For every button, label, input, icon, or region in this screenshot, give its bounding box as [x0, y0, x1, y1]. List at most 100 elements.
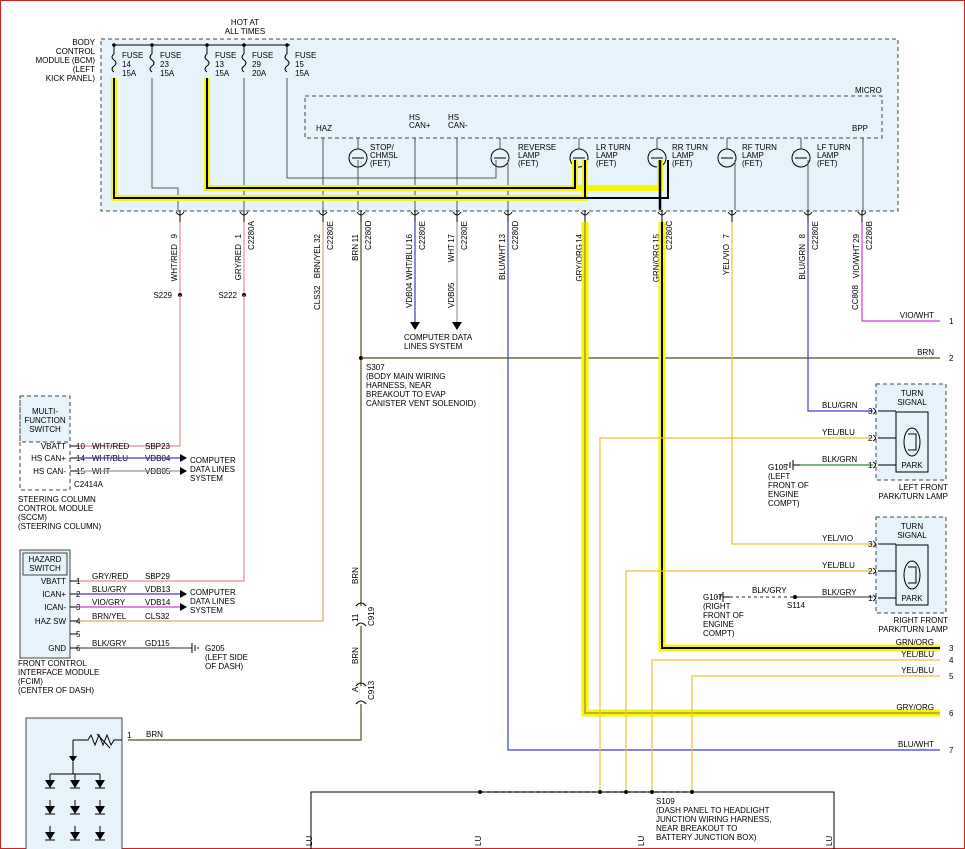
wire-brn-yel [78, 222, 324, 622]
led-module-arrow [69, 756, 77, 762]
sccm-cdl-1: COMPUTER [190, 456, 236, 465]
bcm-pin-conn-6: C2280D [511, 220, 520, 250]
sccm-caption-1: STEERING COLUMN [18, 495, 96, 504]
s109-line-3: JUNCTION WIRING HARNESS, [656, 815, 772, 824]
g105-line-1: G105 [768, 463, 788, 472]
c919-wire: BRN [351, 567, 360, 584]
bcm-internal-rrturn-2: LAMP [672, 151, 694, 160]
fcim-caption-2: INTERFACE MODULE [18, 668, 99, 677]
bcm-pin-conn-3: C2280D [364, 220, 373, 250]
rf-lamp-bulb-box [895, 544, 929, 606]
g107-line-2: (RIGHT [703, 602, 731, 611]
output-num-3: 3 [949, 644, 954, 653]
fuse-icon-3 [241, 53, 247, 73]
g105-line-4: ENGINE [768, 490, 799, 499]
output-wire-6: GRY/ORG [896, 703, 934, 712]
fuse-num-4: 15 [295, 60, 304, 69]
sccm-switch-box [19, 395, 71, 443]
bcm-label-1: BODY [72, 38, 95, 47]
rf-lamp-bulb-icon [903, 560, 921, 590]
fcim-pin-0: 1 [76, 577, 81, 586]
s307-line-4: BREAKOUT TO EVAP [366, 390, 446, 399]
micro-label: MICRO [855, 86, 882, 95]
sccm-label-0: VBATT [41, 442, 66, 451]
fet-group: HAZSTOP/CHMSL(FET)HSCAN+HSCAN-REVERSELAM… [316, 113, 868, 168]
bcm-pin-wire-6: BLU/WHT [498, 244, 507, 280]
fcim-wire-1: BLU/GRY [92, 585, 128, 594]
bcm-highlight-feed [111, 78, 669, 210]
led-icon-2-0 [45, 832, 55, 840]
lf-lamp-pin-3: 3 [868, 407, 873, 416]
g107-line-1: G107 [703, 593, 723, 602]
sccm-arrow-1 [180, 454, 187, 462]
fcim-circuit-1: VDB13 [145, 585, 171, 594]
g107-line-3: FRONT OF [703, 611, 744, 620]
bcm-internal-hscanp-2: CAN+ [409, 121, 431, 130]
bcm-pin-num-6: 13 [498, 233, 507, 242]
output-wire-3: GRN/ORG [896, 638, 934, 647]
fuse-amps-0: 15A [122, 69, 137, 78]
fuse-dot-4 [285, 43, 289, 47]
fcim-caption-4: (CENTER OF DASH) [18, 686, 94, 695]
led-icon-0-1 [70, 780, 80, 788]
fuse-name-3: FUSE [252, 51, 273, 60]
output-wire-7: BLU/WHT [898, 740, 934, 749]
lf-lamp-pin-mark-3 [872, 407, 876, 415]
output-num-5: 5 [949, 672, 954, 681]
sccm-label-2: HS CAN- [33, 467, 66, 476]
fcim-label-0: VBATT [41, 577, 66, 586]
wire-grn-org [661, 222, 940, 649]
fcim-g205-3: OF DASH) [205, 662, 244, 671]
rf-lamp-pin-mark-3 [872, 540, 876, 548]
rf-lamp-filament [908, 566, 917, 584]
arrow-cdl-2 [452, 322, 462, 330]
fcim-wire-3: BRN/YEL [92, 612, 127, 621]
bcm-pin-num-4: 16 [405, 233, 414, 242]
bcm-pin-conn-1: C2280A [247, 220, 256, 250]
rf-lamp-caption-2: PARK/TURN LAMP [878, 625, 948, 634]
lf-lamp-bulb-box [895, 411, 929, 473]
bottom-brn-wire: BRN [146, 730, 163, 739]
lf-lamp-caption-2: PARK/TURN LAMP [878, 492, 948, 501]
right-output-group: 1VIO/WHT2BRN3GRN/ORG4YEL/BLU5YEL/BLU6GRY… [896, 311, 954, 755]
fuse-group: FUSE1415AFUSE2315AFUSE1315AFUSE2920AFUSE… [111, 43, 316, 78]
bcm-internal-hscanp-1: HS [409, 113, 420, 122]
fuse-dot-1 [150, 43, 154, 47]
hot-at-label-2: ALL TIMES [225, 27, 265, 36]
fcim-wire-5: BLK/GRY [92, 639, 127, 648]
wire-blu-grn [807, 222, 873, 412]
bcm-pin-wire-1: GRY/RED [234, 244, 243, 281]
s307-line-3: HARNESS, NEAR [366, 381, 432, 390]
hot-at-label-1: HOT AT [231, 18, 259, 27]
splice-s114-dot [793, 595, 797, 599]
sccm-cdl-3: SYSTEM [190, 474, 223, 483]
s109-line-4: NEAR BREAKOUT TO [656, 824, 737, 833]
lu-label-3: LU [637, 836, 646, 846]
bcm-pin-num-0: 9 [170, 233, 179, 238]
bcm-internal-rfturn-3: (FET) [742, 159, 763, 168]
fuse-icon-1 [149, 53, 155, 73]
bcm-pin-wire-7: GRY/ORG [575, 244, 584, 282]
lf-lamp-pin-mark-1 [872, 461, 876, 469]
fcim-circuit-0: SBP29 [145, 572, 170, 581]
s109-line-1: S109 [656, 797, 675, 806]
sccm-circuit-0: SBP23 [145, 442, 170, 451]
led-icon-2-2 [95, 832, 105, 840]
fcim-switch-2: SWITCH [29, 564, 61, 573]
rf-lamp-box [875, 516, 947, 614]
fcim-cdl-3: SYSTEM [190, 606, 223, 615]
sccm-caption-4: (STEERING COLUMN) [18, 522, 101, 531]
wire-yel-blu-lf [599, 437, 873, 790]
bcm-internal-hscanm-2: CAN- [448, 121, 468, 130]
bcm-pin-wire-4: WHT/BLU [405, 244, 414, 280]
fuse-num-1: 23 [160, 60, 169, 69]
led-icon-1-0 [45, 806, 55, 814]
rf-lamp-pin-mark-1 [872, 594, 876, 602]
